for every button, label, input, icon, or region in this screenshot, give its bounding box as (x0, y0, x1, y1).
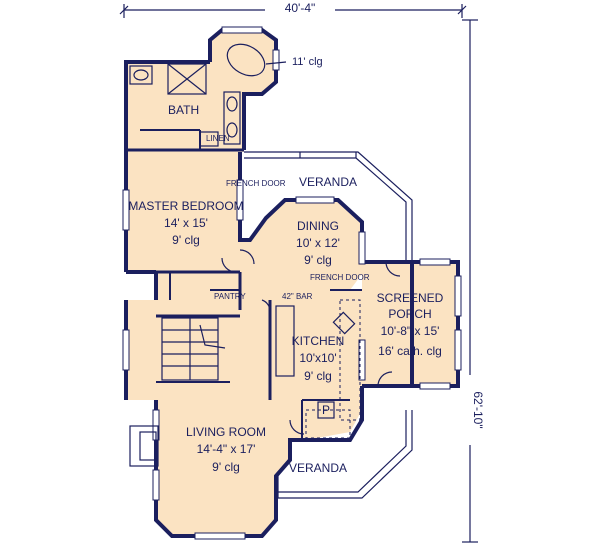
master-bedroom-ceiling: 9' clg (172, 233, 200, 247)
kitchen-size: 10'x10' (299, 351, 336, 365)
veranda-top-outline (244, 151, 413, 262)
kitchen-ceiling: 9' clg (304, 369, 332, 383)
overall-width-label: 40'-4" (285, 1, 316, 15)
turret-ceiling-label: 11' clg (292, 56, 323, 68)
staircase (161, 317, 226, 381)
bath-fixtures (129, 63, 241, 147)
dining-french-door-label: FRENCH DOOR (310, 273, 370, 282)
master-bedroom-size: 14' x 15' (164, 216, 208, 230)
porch-label-line1: SCREENED (377, 291, 444, 305)
overall-depth-label: 62'-10" (471, 391, 485, 428)
dining-label: DINING (297, 219, 339, 233)
dining-size: 10' x 12' (296, 236, 340, 250)
porch-ceiling: 16' cath. clg (378, 344, 442, 358)
living-room-label: LIVING ROOM (186, 425, 266, 439)
interior-walls (126, 129, 362, 440)
windows (122, 26, 462, 540)
porch-size: 10'-8" x 15' (381, 324, 440, 338)
pantry-p-label: P (322, 403, 330, 417)
veranda-bottom-label: VERANDA (289, 461, 347, 475)
bath-label: BATH (168, 103, 199, 117)
living-room-size: 14'-4" x 17' (197, 442, 256, 456)
depth-dimension-line (462, 19, 478, 543)
linen-label: LINEN (206, 134, 230, 143)
pantry-label: PANTRY (214, 292, 246, 301)
kitchen-counters (275, 299, 361, 439)
bar-label: 42" BAR (282, 292, 313, 301)
exterior-walls (124, 28, 460, 538)
fireplace (129, 425, 159, 467)
door-swings (221, 249, 401, 435)
living-room-ceiling: 9' clg (212, 460, 240, 474)
veranda-top-label: VERANDA (299, 175, 357, 189)
porch-label-line2: PORCH (388, 307, 431, 321)
master-bedroom-label: MASTER BEDROOM (128, 199, 243, 213)
kitchen-label: KITCHEN (292, 334, 345, 348)
turret-tub (226, 43, 287, 77)
dining-ceiling: 9' clg (304, 253, 332, 267)
master-french-door-label: FRENCH DOOR (226, 179, 286, 188)
